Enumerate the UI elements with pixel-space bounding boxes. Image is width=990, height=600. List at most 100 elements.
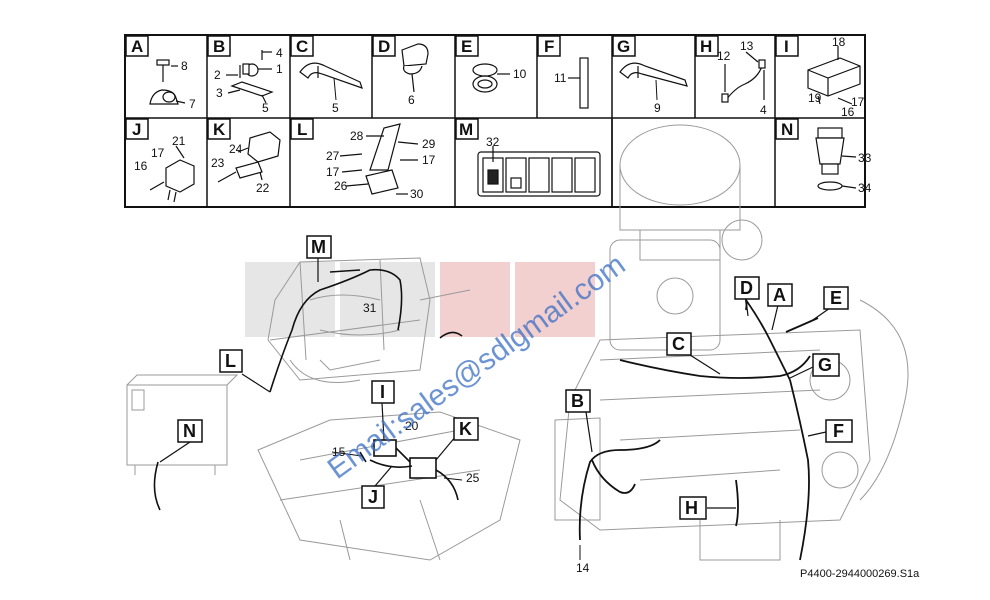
detail-m-label-32: 32 (486, 135, 500, 149)
detail-i-label-18: 18 (832, 35, 846, 49)
callout-i: I (380, 382, 385, 402)
detail-l-label-27: 27 (326, 149, 340, 163)
detail-h-label-13: 13 (740, 39, 754, 53)
leader-15 (331, 451, 363, 457)
detail-g-label-9: 9 (654, 101, 661, 115)
detail-l-label-30: 30 (410, 187, 424, 201)
part-number-20: 20 (405, 419, 419, 433)
detail-d-label-6: 6 (408, 93, 415, 107)
detail-j-relay (149, 145, 195, 203)
detail-a-label-8: 8 (181, 59, 188, 73)
callout-n: N (183, 421, 196, 441)
cell-letters: A B C D E F G H I J K L M N (125, 35, 799, 140)
engine-harness-wire (578, 289, 819, 561)
cell-letter-n: N (781, 120, 793, 139)
detail-b-label-4: 4 (276, 46, 283, 60)
floor-harness-wire (359, 439, 459, 501)
detail-l-label-17b: 17 (326, 165, 340, 179)
callout-e: E (830, 288, 842, 308)
cell-letter-l: L (297, 120, 307, 139)
detail-b-label-3: 3 (216, 86, 223, 100)
detail-n-sensor (815, 127, 857, 191)
detail-a-bolt-clamp (149, 59, 186, 105)
callouts: M L N I J K D A E C G B F H (177, 235, 853, 520)
cell-letter-b: B (213, 37, 225, 56)
detail-k-label-23: 23 (211, 156, 225, 170)
cell-letter-e: E (461, 37, 472, 56)
callout-j: J (368, 487, 378, 507)
detail-grid (124, 34, 866, 208)
detail-k-relay-bracket (217, 131, 281, 183)
controller-box-wire (153, 461, 161, 511)
callout-b: B (571, 391, 584, 411)
detail-j-label-21: 21 (172, 134, 186, 148)
cab-harness-wire (269, 268, 463, 393)
engine-outline (554, 124, 909, 561)
cell-letter-m: M (459, 120, 473, 139)
detail-l-label-17a: 17 (422, 153, 436, 167)
detail-b-bracket-clamp (226, 50, 274, 104)
drawing-number: P4400-2944000269.S1a (800, 568, 920, 580)
detail-j-label-16: 16 (134, 159, 148, 173)
detail-b-label-2: 2 (214, 68, 221, 82)
detail-c-label-5: 5 (332, 101, 339, 115)
detail-e-grommet (472, 63, 510, 93)
detail-b-label-1: 1 (276, 62, 283, 76)
cell-letter-j: J (132, 120, 141, 139)
detail-i-control-box (807, 46, 861, 105)
detail-h-ground-wire (721, 51, 766, 103)
detail-l-accelerator-pedal (339, 123, 419, 195)
cell-letter-c: C (296, 37, 308, 56)
part-number-25: 25 (466, 471, 480, 485)
controller-box-outline (126, 374, 239, 475)
detail-i-label-16: 16 (841, 105, 855, 119)
detail-l-label-28: 28 (350, 129, 364, 143)
detail-f-label-11: 11 (554, 71, 567, 85)
cell-letter-h: H (700, 37, 712, 56)
detail-k-label-24: 24 (229, 142, 243, 156)
detail-j-label-17: 17 (151, 146, 165, 160)
detail-c-leader (333, 77, 337, 101)
background-logo (245, 262, 595, 337)
cab-floor-outline (257, 411, 521, 561)
cell-letter-g: G (617, 37, 630, 56)
part-number-15: 15 (332, 445, 346, 459)
detail-k-label-22: 22 (256, 181, 270, 195)
detail-l-label-26: 26 (334, 179, 348, 193)
detail-m-switch-panel (477, 146, 601, 197)
part-number-14: 14 (576, 561, 590, 575)
callout-g: G (818, 355, 832, 375)
leader-25 (443, 477, 463, 481)
callout-a: A (773, 285, 786, 305)
cell-letter-a: A (131, 37, 143, 56)
cell-letter-k: K (213, 120, 226, 139)
detail-d-rubber-boot (401, 43, 429, 93)
detail-g-cable-tie (619, 62, 688, 87)
detail-i-label-17: 17 (851, 95, 865, 109)
callout-m: M (311, 237, 326, 257)
callout-c: C (672, 334, 685, 354)
callout-k: K (459, 419, 472, 439)
callout-d: D (740, 278, 753, 298)
callout-l: L (225, 351, 236, 371)
detail-c-cable-tie (299, 62, 363, 89)
cab-interior-outline (267, 257, 471, 383)
detail-h-label-4: 4 (760, 103, 767, 117)
detail-n-label-34: 34 (858, 181, 872, 195)
cell-letter-f: F (544, 37, 554, 56)
detail-b-label-5: 5 (262, 101, 269, 115)
detail-n-label-33: 33 (858, 151, 872, 165)
detail-i-label-19: 19 (808, 91, 822, 105)
cell-letter-d: D (378, 37, 390, 56)
detail-h-label-12: 12 (717, 49, 731, 63)
callout-f: F (833, 421, 844, 441)
detail-e-label-10: 10 (513, 67, 527, 81)
detail-f-strip (568, 57, 589, 109)
callout-leaders (159, 258, 831, 509)
detail-a-label-7: 7 (189, 97, 196, 111)
callout-h: H (685, 498, 698, 518)
part-number-31: 31 (363, 301, 377, 315)
detail-l-label-29: 29 (422, 137, 436, 151)
cell-letter-i: I (784, 37, 789, 56)
